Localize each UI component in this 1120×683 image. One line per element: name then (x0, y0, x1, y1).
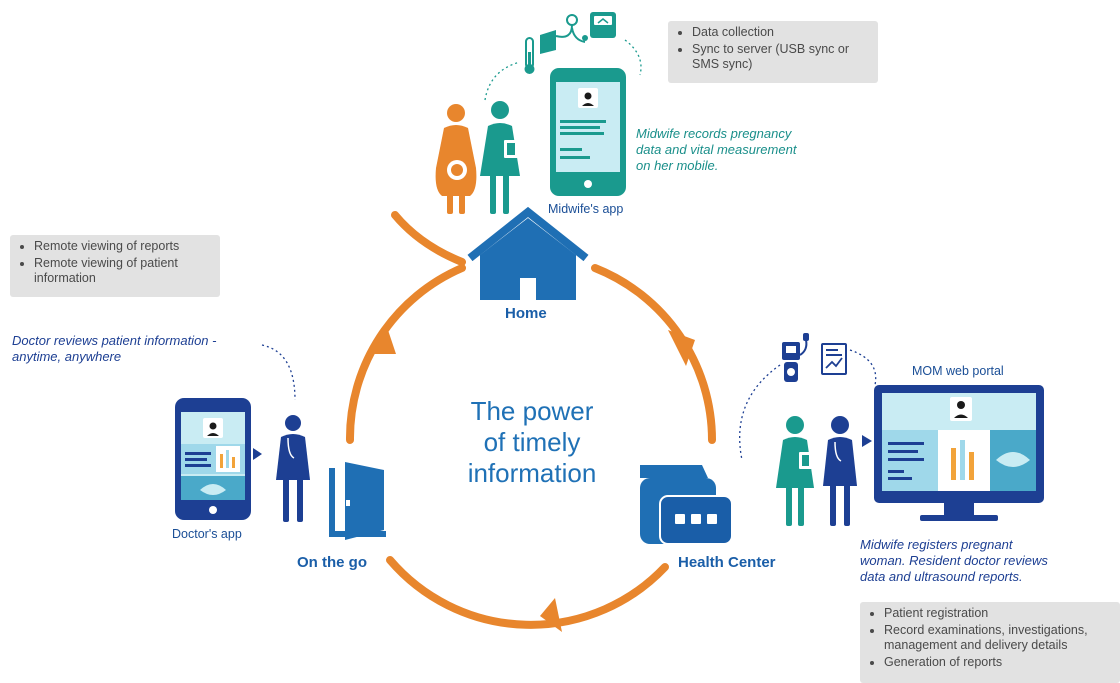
dotted-health-devices (739, 364, 781, 461)
doctor-app-label: Doctor's app (172, 527, 242, 541)
center-title: The power of timely information (432, 396, 632, 489)
center-title-line: The power (470, 396, 594, 426)
dotted-connectors (261, 39, 877, 461)
dotted-midwife-box (624, 39, 642, 76)
portal-monitor (862, 385, 1044, 521)
dotted-midwife-devices (484, 61, 521, 101)
health-center-caption: Midwife registers pregnant woman. Reside… (860, 537, 1105, 585)
center-title-line: of timely (483, 427, 581, 457)
caption-line: on her mobile. (636, 158, 719, 173)
midwife-app-label: Midwife's app (548, 202, 624, 216)
doctor-figure (276, 415, 310, 522)
report-chart-icon (821, 343, 847, 375)
arrowhead-left (370, 330, 396, 354)
midwife-figure (480, 101, 520, 214)
weighing-scale-icon (590, 12, 616, 38)
caption-line: data and vital measurement (636, 142, 797, 157)
health-center-feature-item: Patient registration (884, 606, 1110, 623)
cycle-arrowheads (370, 330, 695, 632)
house-icon (467, 206, 589, 300)
pregnant-woman-figure (435, 104, 477, 214)
home-feature-item: Sync to server (USB sync or SMS sync) (692, 42, 868, 74)
home-feature-box: Data collection Sync to server (USB sync… (668, 21, 878, 83)
node-label-health-center: Health Center (678, 554, 776, 571)
arrowhead-bottom (540, 598, 562, 632)
blood-pressure-icon (540, 14, 588, 54)
health-center-feature-item: Record examinations, investigations, man… (884, 623, 1110, 655)
health-center-feature-item: Generation of reports (884, 655, 1110, 672)
ultrasound-icon (782, 333, 809, 382)
door-icon (329, 462, 386, 540)
arrowhead-right (668, 330, 695, 366)
midwife-phone (550, 68, 626, 196)
arc-on-the-go-to-home (345, 264, 466, 444)
health-center-feature-box: Patient registration Record examinations… (860, 602, 1120, 683)
doctor-phone (175, 398, 251, 520)
arc-health-center-to-on-the-go (386, 556, 669, 629)
midwife-caption: Midwife records pregnancy data and vital… (636, 126, 856, 174)
building-icon (640, 465, 733, 545)
center-title-line: information (467, 458, 597, 488)
caption-line: Midwife registers pregnant (860, 537, 1013, 552)
thermometer-icon (524, 37, 535, 74)
on-the-go-feature-box: Remote viewing of reports Remote viewing… (10, 235, 220, 297)
on-the-go-feature-item: Remote viewing of reports (34, 239, 210, 256)
midwife-figure-health-center (776, 416, 814, 526)
dotted-doctor (261, 344, 296, 401)
on-the-go-feature-item: Remote viewing of patient information (34, 256, 210, 288)
caption-line: anytime, anywhere (12, 349, 122, 364)
node-label-on-the-go: On the go (297, 554, 367, 571)
home-feature-item: Data collection (692, 25, 868, 42)
doctor-caption: Doctor reviews patient information - any… (12, 333, 282, 365)
node-label-home: Home (505, 305, 547, 322)
caption-line: Doctor reviews patient information - (12, 333, 217, 348)
caption-line: data and ultrasound reports. (860, 569, 1023, 584)
caption-line: woman. Resident doctor reviews (860, 553, 1048, 568)
arc-home-tail (391, 211, 466, 266)
portal-label: MOM web portal (912, 364, 1004, 378)
caption-line: Midwife records pregnancy (636, 126, 792, 141)
doctor-phone-pointer (253, 448, 262, 460)
doctor-figure-health-center (823, 416, 857, 526)
dotted-portal (849, 349, 877, 386)
